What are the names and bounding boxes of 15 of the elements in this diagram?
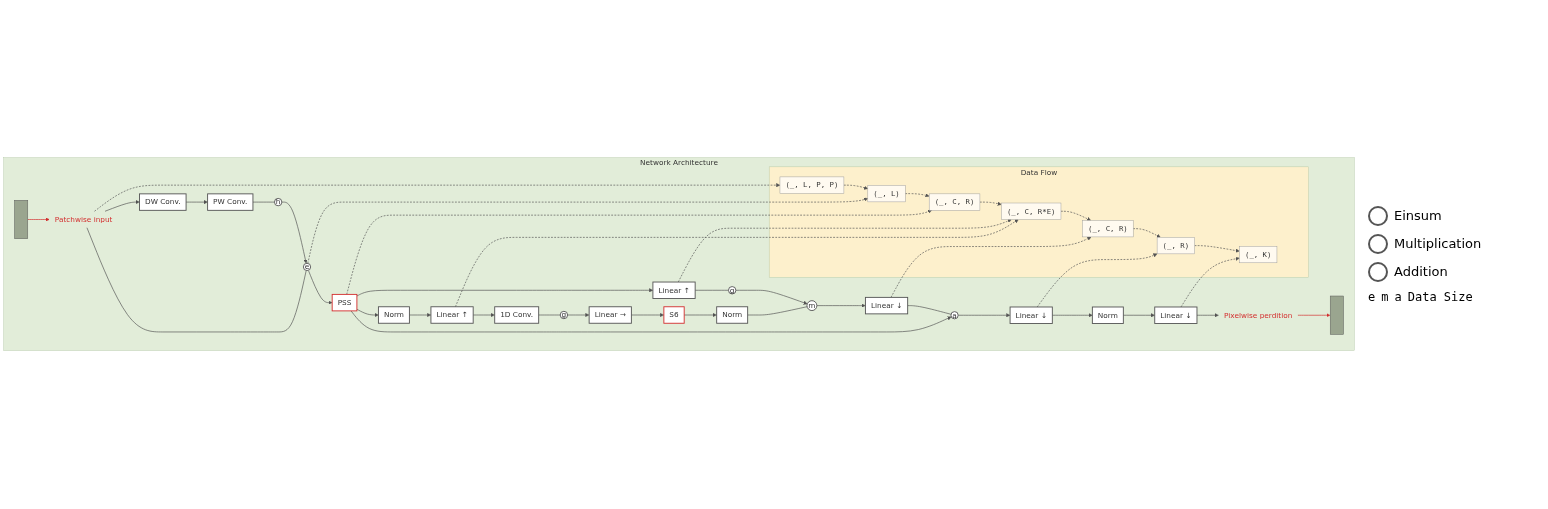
note-label: Data Size	[1407, 289, 1473, 304]
connector	[86, 227, 307, 333]
legend-label: Multiplication	[1394, 236, 1482, 251]
legend-label: Einsum	[1394, 208, 1442, 223]
legend-label: Addition	[1394, 264, 1448, 279]
node-box	[14, 200, 28, 240]
connector	[907, 305, 952, 316]
note-label: m	[1381, 289, 1389, 304]
connector	[538, 315, 561, 316]
note-label: e	[1368, 289, 1376, 304]
connector	[694, 290, 729, 292]
connector	[252, 202, 275, 203]
note-label: a	[1394, 289, 1402, 304]
connector	[747, 306, 808, 316]
node-box	[1330, 296, 1344, 336]
